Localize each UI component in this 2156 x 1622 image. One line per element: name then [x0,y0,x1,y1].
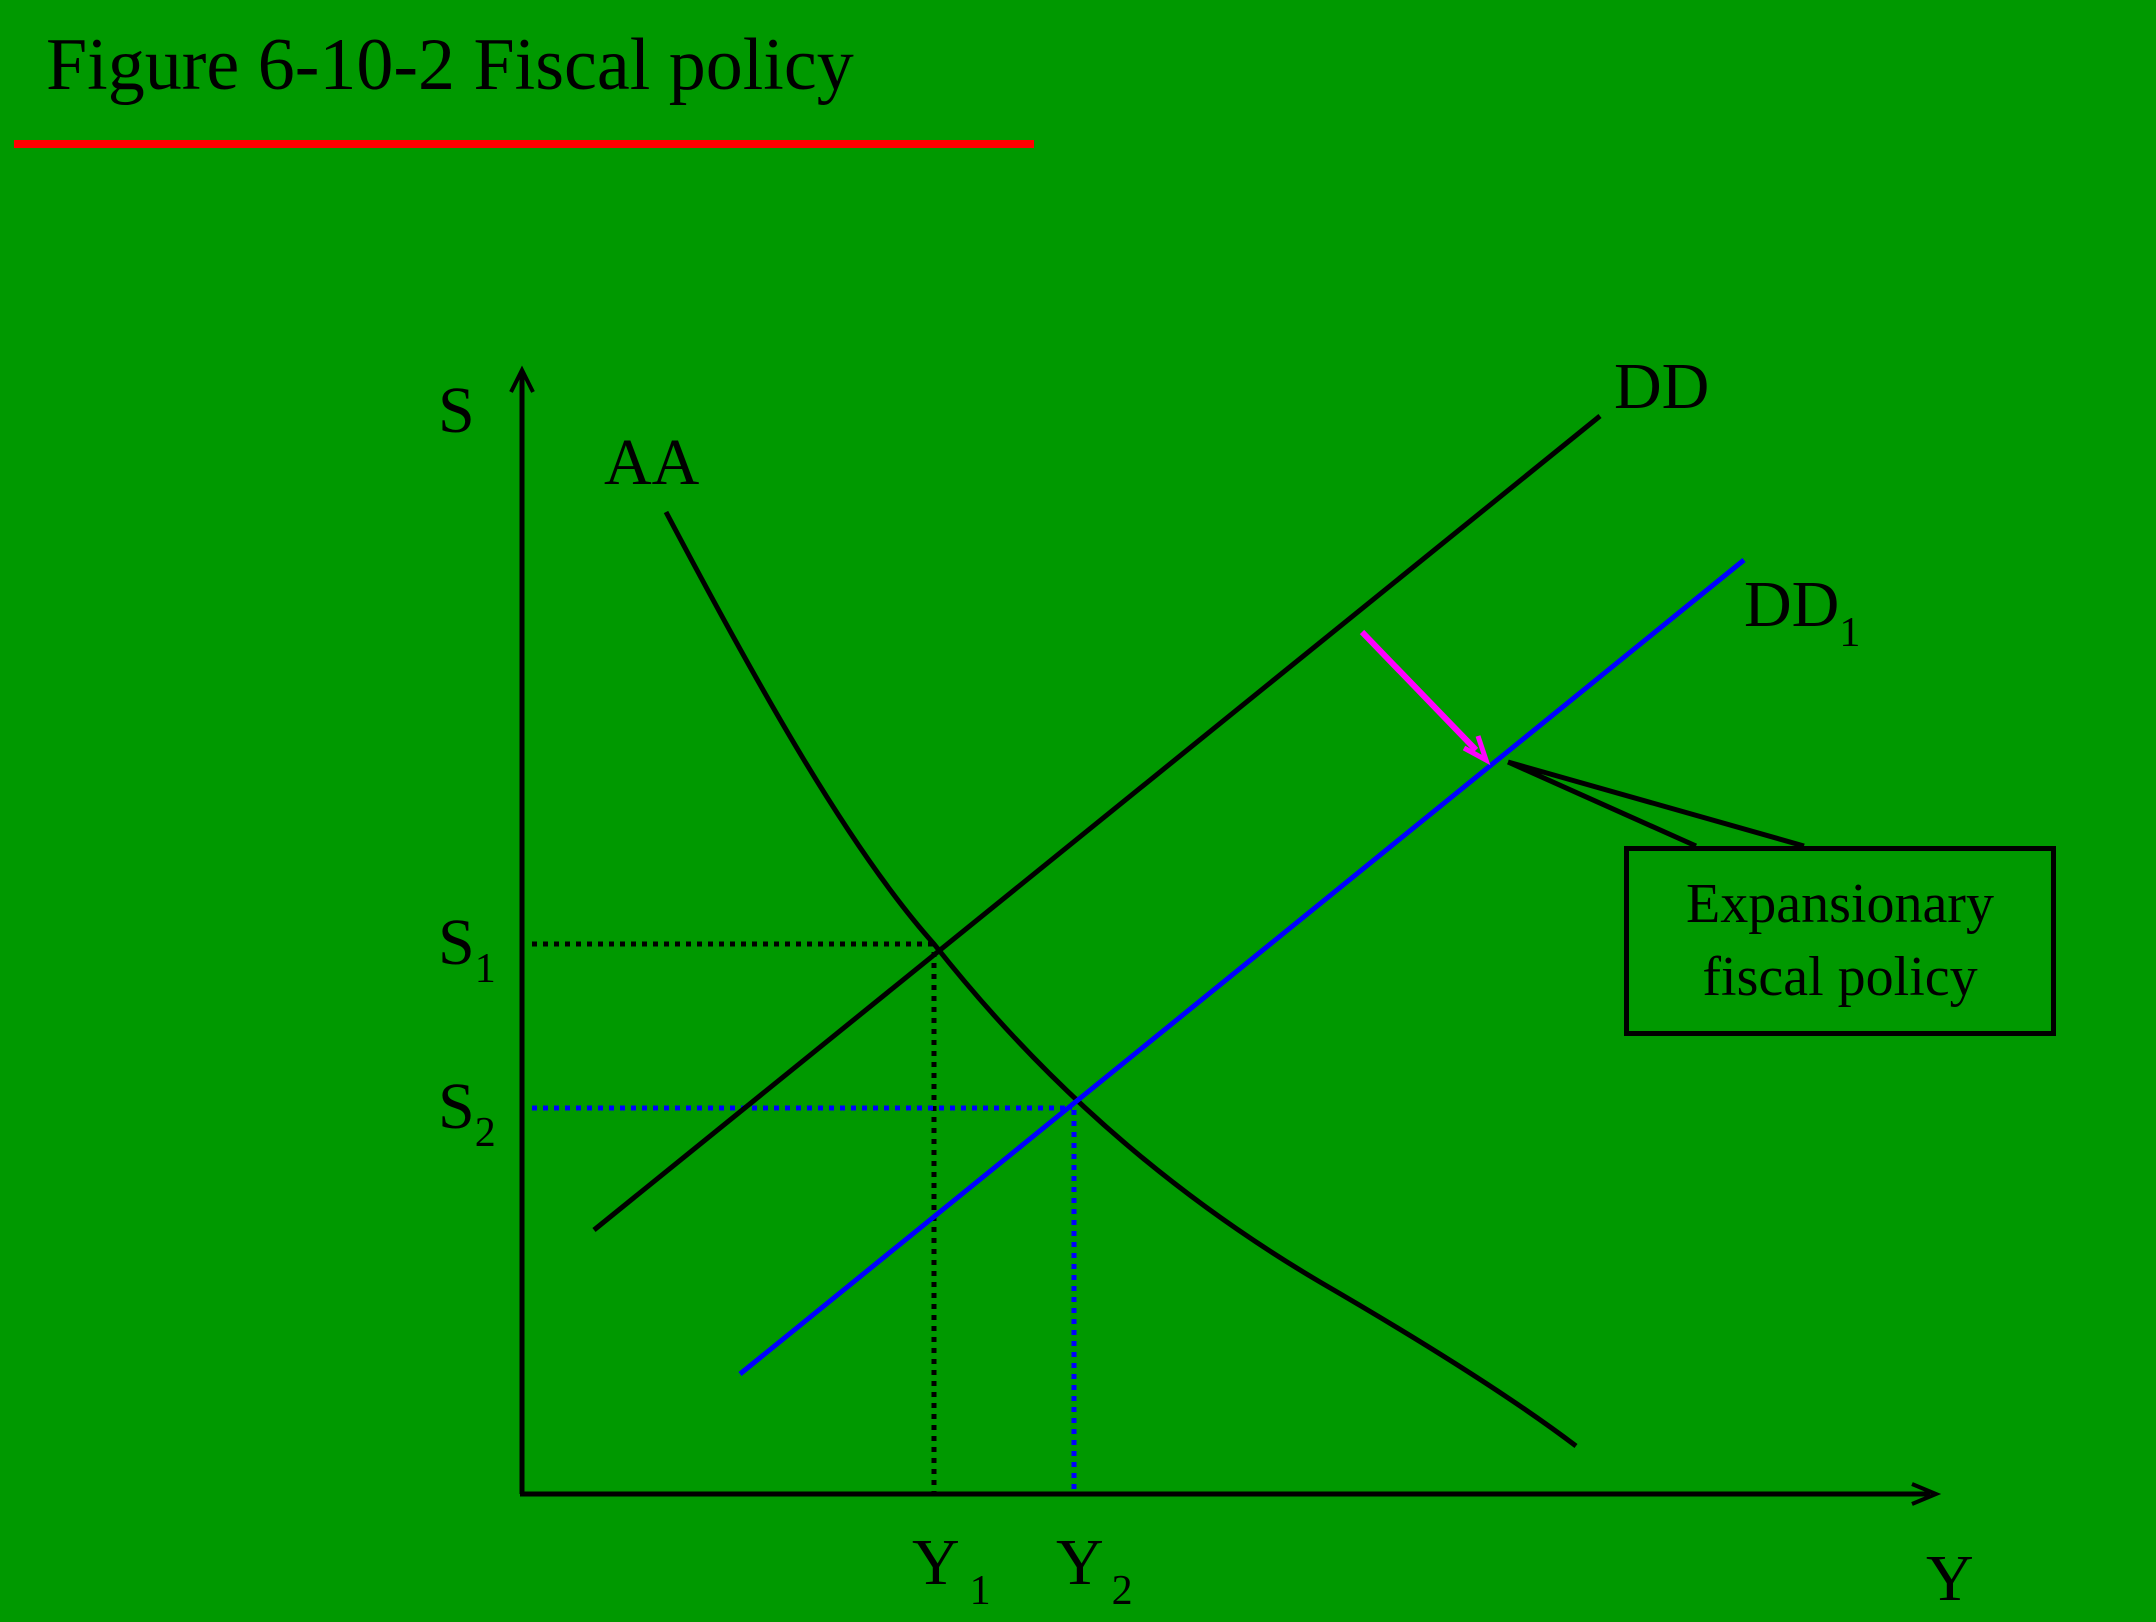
slide-title: Figure 6-10-2 Fiscal policy [46,24,854,106]
y1-label-base: Y [912,1526,960,1599]
callout-line-1: Expansionary [1686,873,1994,936]
callout-pointer [1506,759,1805,849]
s1-label-base: S [438,906,475,979]
y1-label-sub: 1 [970,1568,991,1614]
dd-label: DD [1614,350,1709,423]
y2-label-base: Y [1056,1526,1104,1599]
callout-line-2: fiscal policy [1702,946,1978,1008]
s1-label: S1 [438,906,496,992]
arrow-down-right-icon [1359,629,1491,766]
dd1-curve [738,558,1746,1376]
dd1-label-base: DD [1744,568,1839,641]
aa-curve [663,510,1578,1448]
dd1-label-sub: 1 [1839,610,1860,656]
aa-label: AA [604,426,700,499]
y-axis-arrowhead [509,365,535,393]
x-axis-label: Y [1926,1542,1974,1615]
s2-label-sub: 2 [475,1110,496,1156]
x-axis-arrowhead [1911,1482,1942,1506]
s1-label-sub: 1 [475,946,496,992]
y-axis-label: S [438,374,475,447]
dd1-label: DD1 [1744,568,1860,656]
dd-curve [592,414,1602,1232]
s2-label: S2 [438,1070,496,1156]
s2-label-base: S [438,1070,475,1143]
y2-label-sub: 2 [1112,1568,1133,1614]
callout-box: Expansionary fiscal policy [1624,846,2056,1036]
title-underline [14,140,1034,148]
